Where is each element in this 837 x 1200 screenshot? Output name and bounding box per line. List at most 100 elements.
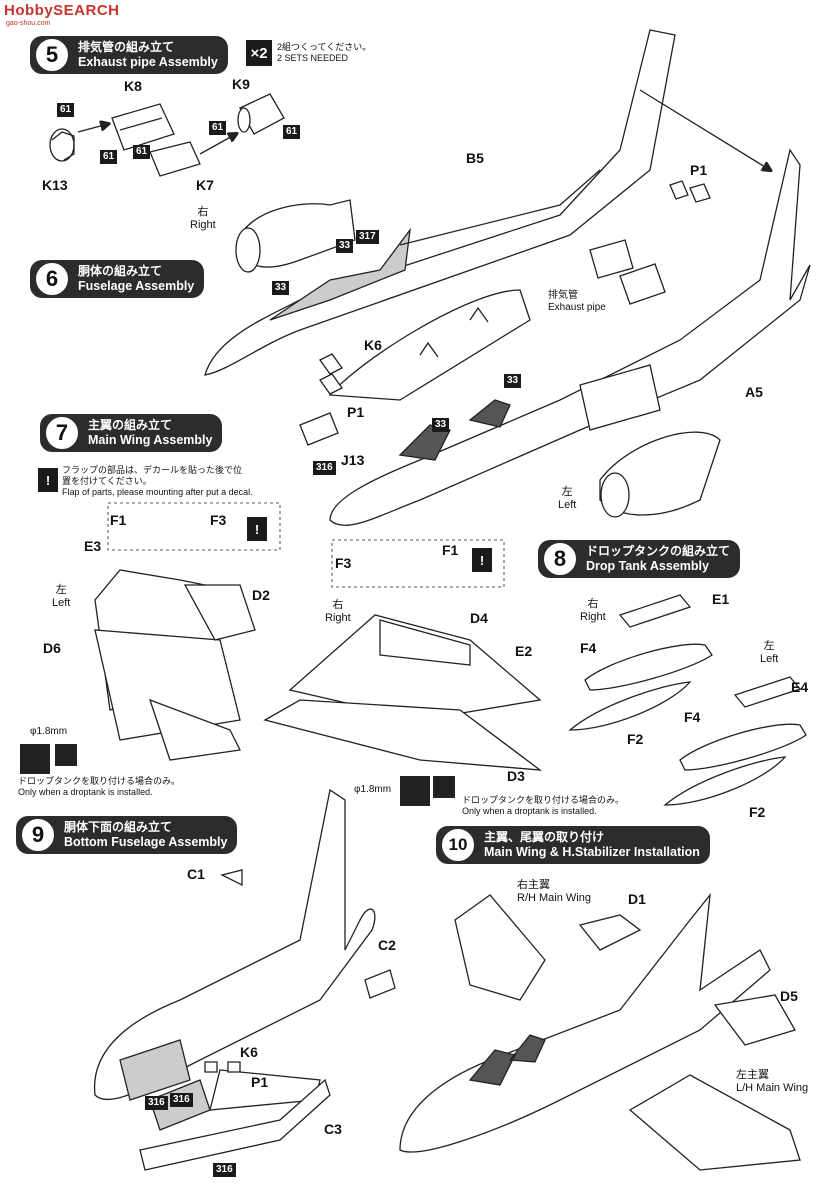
color-badge-33: 33 — [432, 418, 450, 432]
side-jp: 右 — [197, 206, 209, 218]
part-label-c2: C2 — [378, 937, 396, 953]
droptank-note-jp-right: ドロップタンクを取り付ける場合のみ。 — [462, 795, 625, 805]
color-badge-61: 61 — [209, 121, 227, 135]
step-5-jp: 排気管の組み立て — [78, 40, 175, 54]
side-jp: 右 — [332, 599, 344, 611]
color-badge-33: 33 — [504, 374, 522, 388]
side-en: Left — [558, 499, 577, 511]
sets-needed-jp: 2組つくってください。 — [277, 42, 372, 52]
lh-wing-en: L/H Main Wing — [736, 1082, 809, 1094]
step-9-jp: 胴体下面の組み立て — [64, 820, 173, 834]
color-badge-61: 61 — [57, 103, 75, 117]
part-label-p1-bottom: P1 — [251, 1074, 269, 1090]
step-7-jp: 主翼の組み立て — [88, 418, 173, 432]
step-8-number: 8 — [542, 541, 578, 577]
paint-icon-right: ! — [472, 548, 492, 572]
aircraft-body-drawing — [329, 148, 811, 526]
part-label-k9: K9 — [232, 76, 250, 92]
part-label-f2-top: F2 — [627, 731, 644, 747]
part-label-f1-right: F1 — [442, 542, 459, 558]
part-label-d6: D6 — [43, 640, 61, 656]
drill-icon-1 — [20, 744, 77, 774]
right-wing-drawing — [263, 614, 543, 771]
step-5-number: 5 — [34, 37, 70, 73]
part-label-f4-top: F4 — [580, 640, 597, 656]
watermark-logo: HobbySEARCH — [4, 2, 120, 19]
lh-wing-jp: 左主翼 — [736, 1069, 769, 1081]
side-en: Left — [52, 597, 71, 609]
wing-installation-drawing — [399, 892, 801, 1171]
paint-icon-left: ! — [247, 517, 267, 541]
sets-needed-en: 2 SETS NEEDED — [277, 53, 349, 63]
step-10-jp: 主翼、尾翼の取り付け — [484, 830, 605, 844]
drill-diameter-right: φ1.8mm — [354, 784, 392, 795]
paint-note-icon: ! — [38, 468, 58, 492]
step-5-en: Exhaust pipe Assembly — [78, 55, 218, 69]
watermark-text: HobbySEARCH — [4, 2, 120, 19]
part-label-e3: E3 — [84, 538, 102, 554]
rh-wing-en: R/H Main Wing — [517, 892, 591, 904]
fuselage-assembly-drawing — [204, 29, 770, 446]
step-8-jp: ドロップタンクの組み立て — [586, 544, 731, 558]
color-badge-317: 317 — [356, 230, 379, 244]
color-badge-316: 316 — [313, 461, 336, 475]
step-7-number: 7 — [44, 415, 80, 451]
side-jp: 左 — [561, 486, 573, 498]
step-8-en: Drop Tank Assembly — [586, 559, 709, 573]
part-label-d3: D3 — [507, 768, 525, 784]
part-label-k6-bottom: K6 — [240, 1044, 258, 1060]
step-6-jp: 胴体の組み立て — [78, 264, 163, 278]
side-en: Right — [325, 612, 351, 624]
side-en: Left — [760, 653, 779, 665]
part-label-d5: D5 — [780, 988, 798, 1004]
droptank-note-jp-left: ドロップタンクを取り付ける場合のみ。 — [18, 776, 181, 786]
side-en: Right — [190, 219, 216, 231]
part-label-b5: B5 — [466, 150, 484, 166]
color-badge-316: 316 — [145, 1096, 168, 1110]
flap-note-jp: フラップの部品は、デカールを貼った後で位置を付けてください。 — [62, 465, 243, 486]
part-label-c3: C3 — [324, 1121, 342, 1137]
part-label-d4: D4 — [470, 610, 488, 626]
watermark-sub: gao-shou.com — [6, 20, 51, 27]
step-9-en: Bottom Fuselage Assembly — [64, 835, 228, 849]
color-badge-316: 316 — [213, 1163, 236, 1177]
side-jp: 左 — [55, 584, 67, 596]
part-label-d1: D1 — [628, 891, 646, 907]
color-badge-33: 33 — [272, 281, 290, 295]
rh-wing-jp: 右主翼 — [517, 879, 550, 891]
part-label-p1-mid: P1 — [347, 404, 365, 420]
left-wing-drawing — [94, 569, 256, 761]
color-badge-33: 33 — [336, 239, 354, 253]
droptank-note-en-left: Only when a droptank is installed. — [18, 787, 153, 797]
color-badge-61: 61 — [133, 145, 151, 159]
part-label-f2-bottom: F2 — [749, 804, 766, 820]
step-9-number: 9 — [20, 817, 56, 853]
drill-diameter-left: φ1.8mm — [30, 726, 68, 737]
drop-tank-drawing — [568, 594, 807, 806]
part-label-e4: E4 — [791, 679, 809, 695]
sets-needed-badge: ×2 — [246, 40, 272, 66]
part-label-f4-bottom: F4 — [684, 709, 701, 725]
side-en: Right — [580, 611, 606, 623]
part-label-f3-left: F3 — [210, 512, 227, 528]
flap-note-en: Flap of parts, please mounting after put… — [62, 487, 253, 497]
part-label-d2: D2 — [252, 587, 270, 603]
exhaust-pipe-label-en: Exhaust pipe — [548, 302, 606, 313]
color-badge-61: 61 — [100, 150, 118, 164]
step-6-number: 6 — [34, 261, 70, 297]
color-badge-61: 61 — [283, 125, 301, 139]
exhaust-pipe-label-jp: 排気管 — [548, 290, 578, 301]
step-10-en: Main Wing & H.Stabilizer Installation — [484, 845, 700, 859]
